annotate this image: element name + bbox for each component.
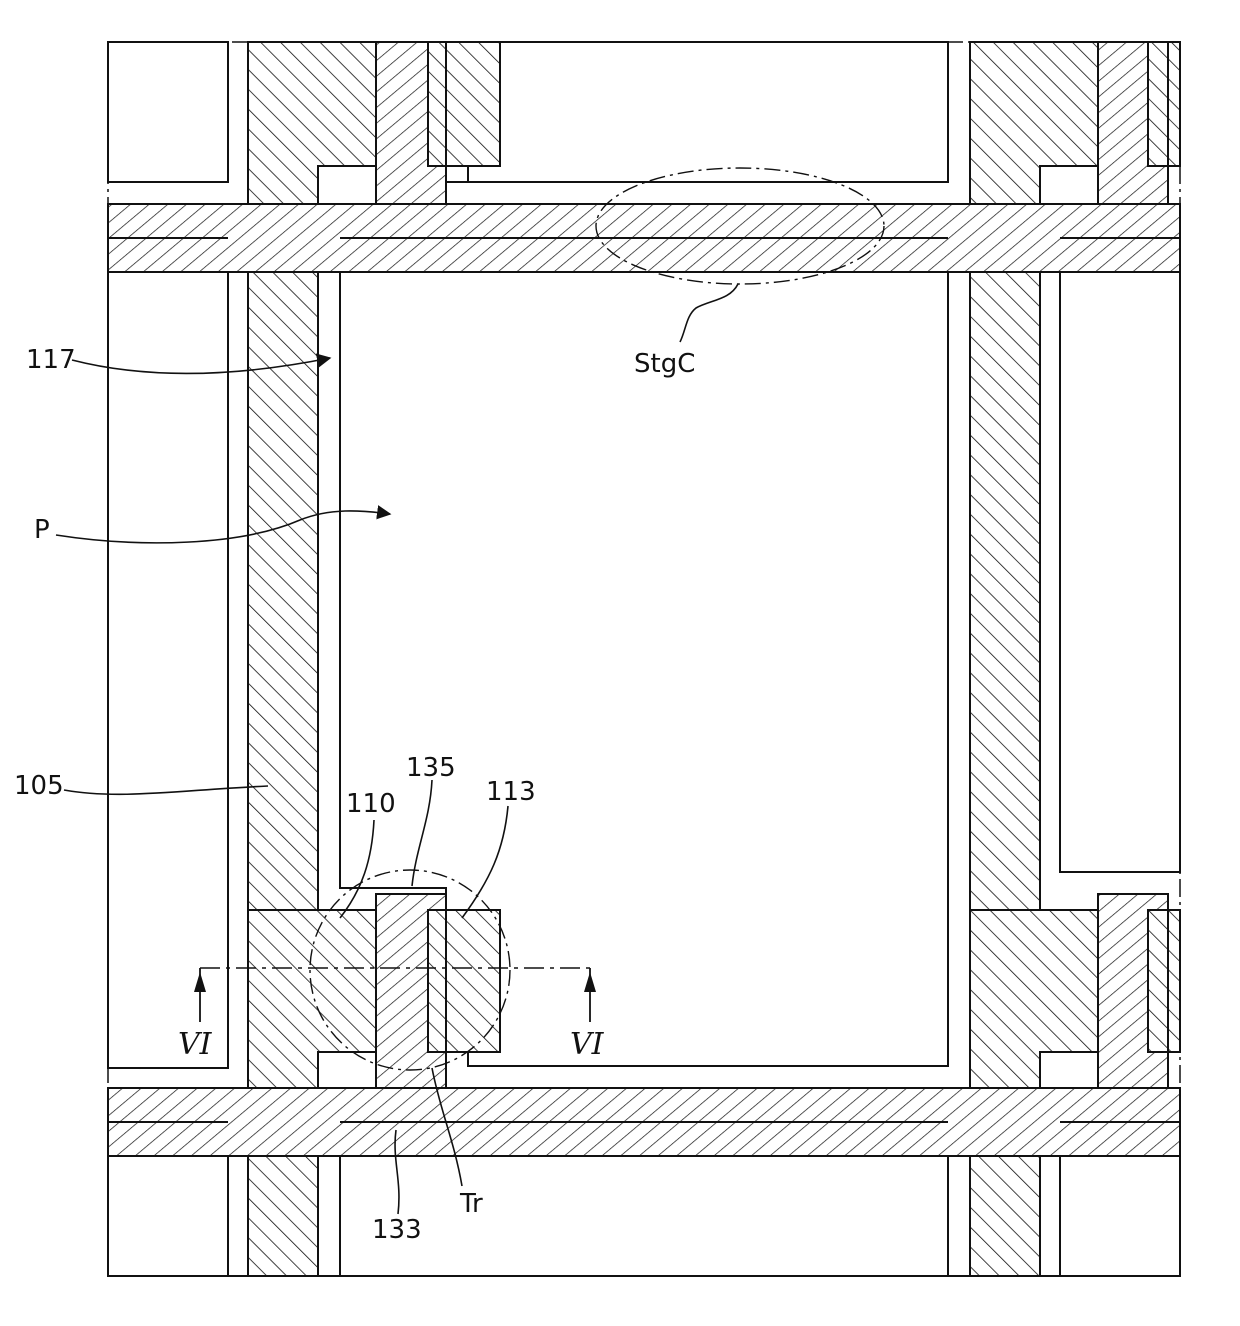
label-135: 135 — [406, 753, 456, 783]
pixel-electrode-top-center — [468, 42, 948, 182]
label-105: 105 — [14, 771, 64, 801]
label-stgc: StgC — [634, 349, 695, 379]
label-110: 110 — [346, 789, 396, 819]
label-133: 133 — [372, 1215, 422, 1245]
thin-film-transistor-right — [970, 894, 1180, 1088]
label-p: P — [34, 515, 50, 545]
label-117: 117 — [26, 345, 76, 375]
label-tr: Tr — [459, 1189, 483, 1219]
label-vi-left: VI — [178, 1027, 213, 1062]
thin-film-transistor-top-right — [970, 42, 1180, 204]
thin-film-transistor-top — [248, 42, 500, 204]
pixel-electrode-left — [108, 240, 228, 1068]
label-113: 113 — [486, 777, 536, 807]
pixel-electrode-right — [1060, 238, 1180, 872]
label-vi-right: VI — [570, 1027, 605, 1062]
pixel-electrode-top-left — [108, 42, 228, 182]
